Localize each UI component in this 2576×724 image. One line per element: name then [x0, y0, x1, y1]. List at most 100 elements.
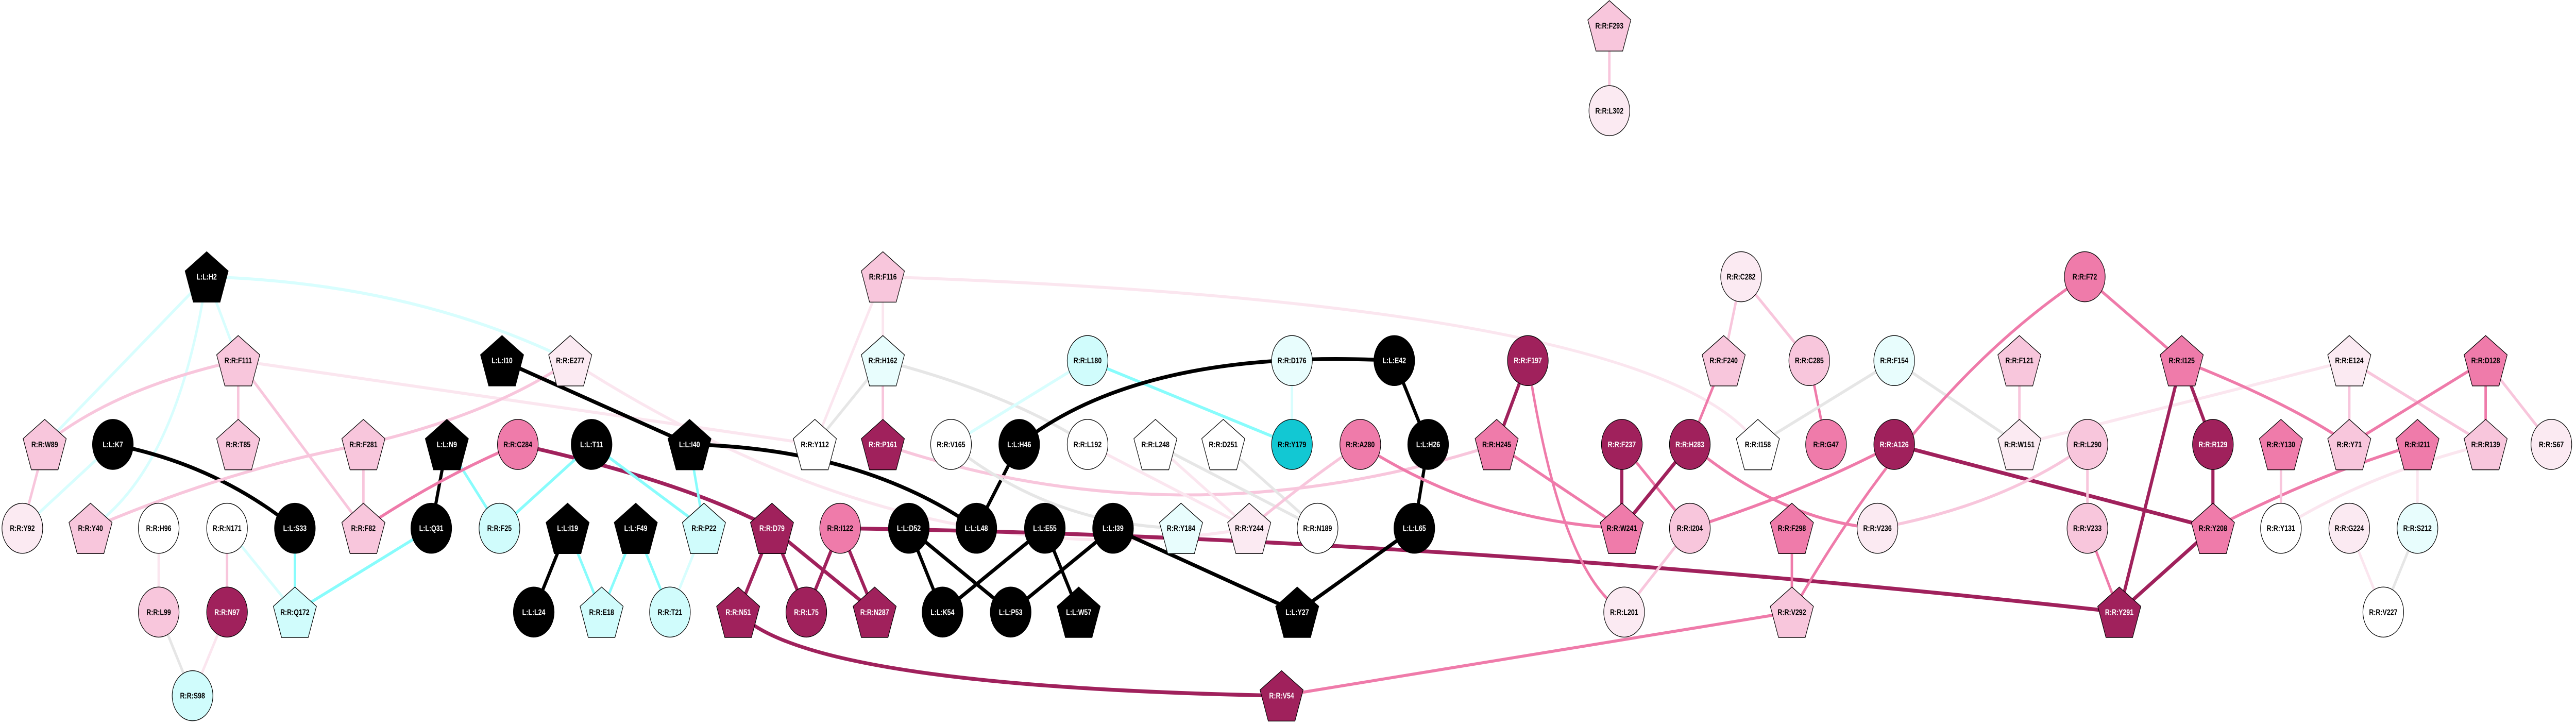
node-r-r-y291[interactable]: R:R:Y291 — [2097, 586, 2142, 638]
node-r-r-r129[interactable]: R:R:R129 — [2192, 419, 2234, 470]
node-l-l-k54[interactable]: L:L:K54 — [922, 586, 963, 638]
node-l-l-p53[interactable]: L:L:P53 — [990, 586, 1031, 638]
node-l-l-q31[interactable]: L:L:Q31 — [410, 502, 452, 554]
node-r-r-d176[interactable]: R:R:D176 — [1271, 335, 1313, 386]
node-r-r-h283[interactable]: R:R:H283 — [1669, 419, 1711, 470]
node-r-r-c282[interactable]: R:R:C282 — [1720, 251, 1762, 302]
node-l-l-f49[interactable]: L:L:F49 — [614, 502, 658, 554]
node-r-r-f154[interactable]: R:R:F154 — [1873, 335, 1915, 386]
node-l-l-l65[interactable]: L:L:L65 — [1394, 502, 1435, 554]
node-r-r-y179[interactable]: R:R:Y179 — [1271, 419, 1313, 470]
node-r-r-l290[interactable]: R:R:L290 — [2066, 419, 2108, 470]
node-r-r-y131[interactable]: R:R:Y131 — [2260, 502, 2302, 554]
node-l-l-h2[interactable]: L:L:H2 — [184, 251, 229, 302]
node-r-r-y40[interactable]: R:R:Y40 — [69, 502, 113, 554]
node-l-l-e55[interactable]: L:L:E55 — [1024, 502, 1066, 554]
node-l-l-h26[interactable]: L:L:H26 — [1407, 419, 1449, 470]
node-r-r-v236[interactable]: R:R:V236 — [1857, 502, 1899, 554]
node-r-r-i125[interactable]: R:R:I125 — [2160, 335, 2204, 386]
node-r-r-g47[interactable]: R:R:G47 — [1805, 419, 1847, 470]
node-r-r-i122[interactable]: R:R:I122 — [819, 502, 861, 554]
node-r-r-e277[interactable]: R:R:E277 — [548, 335, 592, 386]
node-l-l-l24[interactable]: L:L:L24 — [513, 586, 555, 638]
node-r-r-c284[interactable]: R:R:C284 — [497, 419, 539, 470]
node-r-r-c285[interactable]: R:R:C285 — [1788, 335, 1830, 386]
node-r-r-h162[interactable]: R:R:H162 — [861, 335, 905, 386]
node-r-r-f121[interactable]: R:R:F121 — [1997, 335, 2042, 386]
node-r-r-v54[interactable]: R:R:V54 — [1260, 670, 1304, 722]
node-r-r-f298[interactable]: R:R:F298 — [1770, 502, 1814, 554]
node-r-r-d79[interactable]: R:R:D79 — [750, 502, 794, 554]
node-r-r-f240[interactable]: R:R:F240 — [1702, 335, 1746, 386]
node-r-r-i158[interactable]: R:R:I158 — [1736, 418, 1780, 470]
node-r-r-l99[interactable]: R:R:L99 — [138, 586, 180, 638]
node-r-r-y208[interactable]: R:R:Y208 — [2191, 502, 2235, 554]
node-r-r-y130[interactable]: R:R:Y130 — [2259, 418, 2303, 470]
node-r-r-p161[interactable]: R:R:P161 — [861, 418, 905, 470]
node-l-l-k7[interactable]: L:L:K7 — [92, 419, 134, 470]
node-r-r-n51[interactable]: R:R:N51 — [716, 586, 760, 638]
node-r-r-y71[interactable]: R:R:Y71 — [2327, 418, 2371, 470]
node-l-l-y27[interactable]: L:L:Y27 — [1275, 586, 1319, 638]
node-l-l-h46[interactable]: L:L:H46 — [998, 419, 1040, 470]
node-r-r-f197[interactable]: R:R:F197 — [1507, 335, 1549, 386]
node-r-r-p22[interactable]: R:R:P22 — [682, 502, 726, 554]
node-l-l-s33[interactable]: L:L:S33 — [274, 502, 316, 554]
node-r-r-n171[interactable]: R:R:N171 — [206, 502, 248, 554]
node-r-r-h96[interactable]: R:R:H96 — [138, 502, 180, 554]
node-r-r-s98[interactable]: R:R:S98 — [172, 670, 213, 721]
node-l-l-i10[interactable]: L:L:I10 — [480, 335, 524, 386]
node-r-r-f82[interactable]: R:R:F82 — [341, 502, 385, 554]
node-r-r-s67[interactable]: R:R:S67 — [2531, 419, 2572, 470]
node-l-l-e42[interactable]: L:L:E42 — [1374, 335, 1415, 386]
node-l-l-w57[interactable]: L:L:W57 — [1057, 586, 1101, 638]
node-l-l-l48[interactable]: L:L:L48 — [955, 502, 997, 554]
node-r-r-w241[interactable]: R:R:W241 — [1600, 502, 1644, 554]
node-l-l-i40[interactable]: L:L:I40 — [667, 418, 711, 470]
node-r-r-f72[interactable]: R:R:F72 — [2064, 251, 2106, 302]
node-r-r-v233[interactable]: R:R:V233 — [2066, 502, 2108, 554]
node-r-r-q172[interactable]: R:R:Q172 — [273, 586, 317, 638]
node-r-r-a280[interactable]: R:R:A280 — [1340, 419, 1381, 470]
node-r-r-g224[interactable]: R:R:G224 — [2328, 502, 2370, 554]
node-r-r-y92[interactable]: R:R:Y92 — [2, 502, 43, 554]
node-r-r-v292[interactable]: R:R:V292 — [1770, 586, 1814, 638]
node-r-r-f25[interactable]: R:R:F25 — [479, 502, 520, 554]
node-l-l-i39[interactable]: L:L:I39 — [1092, 502, 1134, 554]
node-r-r-f237[interactable]: R:R:F237 — [1601, 419, 1643, 470]
node-r-r-y244[interactable]: R:R:Y244 — [1227, 502, 1272, 554]
node-r-r-l180[interactable]: R:R:L180 — [1066, 335, 1109, 386]
node-l-l-n9[interactable]: L:L:N9 — [425, 418, 469, 470]
node-r-r-v165[interactable]: R:R:V165 — [930, 419, 972, 470]
node-r-r-t85[interactable]: R:R:T85 — [216, 418, 260, 470]
node-r-r-a126[interactable]: R:R:A126 — [1873, 419, 1915, 470]
node-r-r-f281[interactable]: R:R:F281 — [341, 418, 385, 470]
node-r-r-h245[interactable]: R:R:H245 — [1475, 418, 1519, 470]
node-r-r-w151[interactable]: R:R:W151 — [1997, 418, 2042, 470]
node-r-r-y112[interactable]: R:R:Y112 — [793, 418, 837, 470]
node-r-r-d251[interactable]: R:R:D251 — [1201, 418, 1245, 470]
node-r-r-l248[interactable]: R:R:L248 — [1133, 418, 1178, 470]
node-r-r-l201[interactable]: R:R:L201 — [1603, 586, 1645, 638]
node-r-r-f116[interactable]: R:R:F116 — [861, 251, 905, 302]
node-r-r-w89[interactable]: R:R:W89 — [23, 418, 67, 470]
node-r-r-n189[interactable]: R:R:N189 — [1297, 502, 1338, 554]
node-r-r-n97[interactable]: R:R:N97 — [206, 586, 248, 638]
node-r-r-f293[interactable]: R:R:F293 — [1587, 0, 1632, 52]
node-r-r-l302[interactable]: R:R:L302 — [1588, 85, 1630, 137]
node-r-r-f111[interactable]: R:R:F111 — [216, 335, 260, 386]
node-r-r-n287[interactable]: R:R:N287 — [853, 586, 897, 638]
node-r-r-y184[interactable]: R:R:Y184 — [1159, 502, 1203, 554]
node-r-r-e124[interactable]: R:R:E124 — [2327, 335, 2371, 386]
node-l-l-d52[interactable]: L:L:D52 — [888, 502, 930, 554]
node-r-r-r139[interactable]: R:R:R139 — [2464, 418, 2508, 470]
node-r-r-l75[interactable]: R:R:L75 — [785, 586, 827, 638]
node-r-r-t21[interactable]: R:R:T21 — [649, 586, 691, 638]
node-l-l-t11[interactable]: L:L:T11 — [571, 419, 613, 470]
node-r-r-s212[interactable]: R:R:S212 — [2397, 502, 2438, 554]
node-r-r-l192[interactable]: R:R:L192 — [1066, 419, 1109, 470]
node-r-r-v227[interactable]: R:R:V227 — [2362, 586, 2404, 638]
node-r-r-i211[interactable]: R:R:I211 — [2395, 418, 2439, 470]
node-r-r-i204[interactable]: R:R:I204 — [1669, 502, 1711, 554]
node-r-r-e18[interactable]: R:R:E18 — [580, 586, 624, 638]
